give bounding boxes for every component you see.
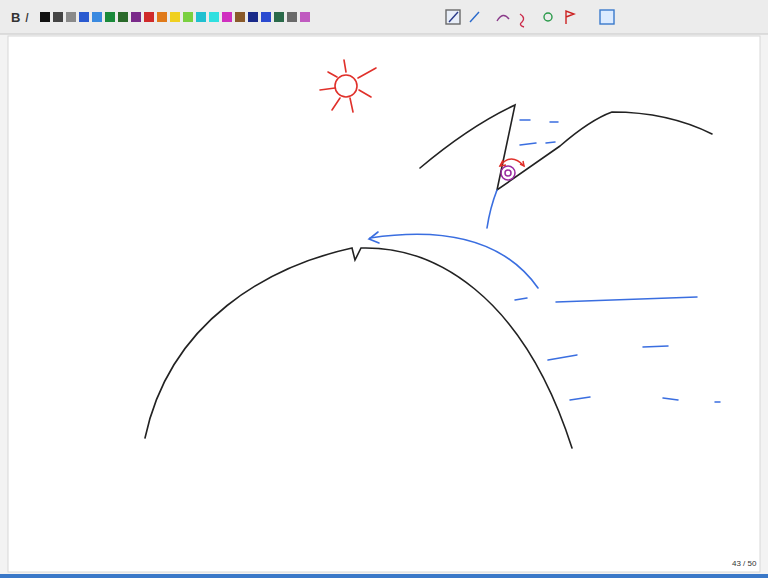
flow-arrow (369, 232, 538, 288)
whiteboard-ground (8, 36, 760, 572)
color-swatch (261, 12, 271, 22)
eye-symbol (520, 161, 524, 166)
tool-icons (600, 10, 614, 24)
flow-arrow (370, 234, 538, 288)
sea-water-lines (515, 298, 527, 300)
toolbar-border (0, 34, 768, 35)
sea-water-lines (570, 397, 590, 400)
color-swatch (183, 12, 193, 22)
eye-symbol (501, 166, 515, 180)
color-swatch (300, 12, 310, 22)
flow-arrow (369, 232, 379, 243)
color-swatch (248, 12, 258, 22)
color-swatch (92, 12, 102, 22)
color-swatch (287, 12, 297, 22)
tool-icons (446, 10, 614, 27)
toolbar (0, 0, 768, 34)
sea-water-lines (715, 401, 720, 403)
sun (350, 98, 353, 112)
sea-water-lines (556, 297, 697, 302)
sun (332, 98, 340, 110)
tool-icons (470, 12, 479, 22)
sea-water-lines (663, 398, 678, 400)
color-swatch (118, 12, 128, 22)
sun (358, 68, 376, 78)
color-swatch (66, 12, 76, 22)
color-swatch (196, 12, 206, 22)
tool-icons (497, 15, 509, 21)
tool-icons (449, 12, 458, 22)
eye-symbol (500, 160, 506, 166)
color-swatch (222, 12, 232, 22)
color-swatch (274, 12, 284, 22)
large-hill (145, 248, 572, 448)
sun (328, 72, 337, 77)
page-number: 43 / 50 (732, 560, 756, 568)
tool-icons (520, 14, 524, 27)
color-swatch (79, 12, 89, 22)
color-swatch (235, 12, 245, 22)
large-hill (145, 248, 572, 448)
valley-water-dashes (546, 142, 555, 143)
sun (344, 60, 346, 72)
sun (320, 60, 376, 112)
valley-water-dashes (520, 120, 558, 145)
valley-water-dashes (520, 119, 530, 121)
toolbar-bold-button: B (11, 11, 20, 24)
color-swatch (40, 12, 50, 22)
eye-symbol (500, 159, 524, 166)
tool-icons (544, 13, 552, 21)
valley-water-dashes (550, 121, 558, 123)
color-swatch (209, 12, 219, 22)
eye-symbol (500, 159, 524, 180)
color-swatch (170, 12, 180, 22)
sea-water-lines (548, 355, 577, 360)
sea-water-lines (643, 346, 668, 347)
valley-water-dashes (520, 143, 536, 145)
tool-icons (566, 11, 574, 24)
color-swatches (40, 12, 310, 22)
sun (335, 75, 357, 97)
color-swatch (131, 12, 141, 22)
stream-line (487, 190, 497, 228)
color-swatch (105, 12, 115, 22)
upper-hills (420, 105, 712, 190)
eye-symbol (505, 170, 511, 176)
sea-water-lines (515, 297, 720, 402)
color-swatch (53, 12, 63, 22)
sun (359, 90, 371, 97)
sun (320, 88, 335, 90)
toolbar-italic-button: I (25, 11, 29, 24)
bottom-bar (0, 574, 768, 578)
tool-icons (446, 10, 460, 24)
stream-line (487, 190, 497, 228)
color-swatch (157, 12, 167, 22)
color-swatch (144, 12, 154, 22)
upper-hills (420, 105, 712, 190)
